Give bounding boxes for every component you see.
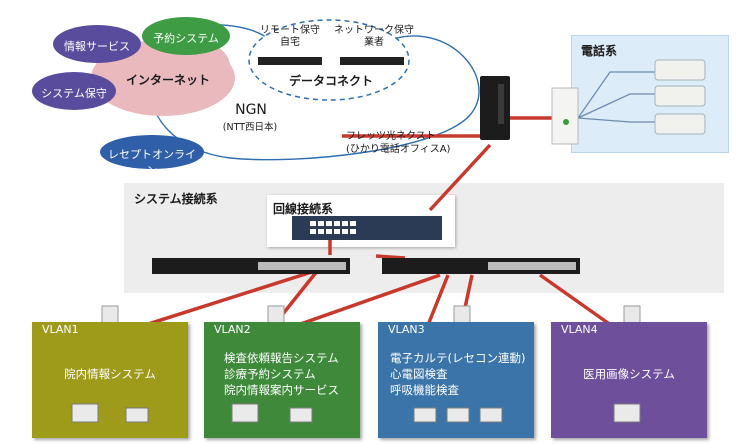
pc-vlan2-2 xyxy=(289,407,313,423)
bubble-info-service-label: 情報サービス xyxy=(64,40,130,53)
pc-vlan3-3 xyxy=(479,407,503,423)
bubble-receipt-online xyxy=(100,135,204,169)
network-modem xyxy=(340,57,404,65)
bubble-system-maintenance-label: システム保守 xyxy=(41,87,107,100)
vlan3-text: 電子カルテ(レセコン連動)心電図検査呼吸機能検査 xyxy=(390,351,526,397)
flets-label: フレッツ光ネクスト(ひかり電話オフィスA) xyxy=(346,131,451,155)
pc-vlan3-1 xyxy=(413,407,437,423)
data-connect-ellipse xyxy=(248,19,410,101)
line-router xyxy=(292,216,442,240)
pc-vlan1-1 xyxy=(71,403,99,423)
vlan3-box: VLAN3 電子カルテ(レセコン連動)心電図検査呼吸機能検査 xyxy=(378,322,534,438)
pc-vlan2-1 xyxy=(231,403,259,423)
bubble-receipt-online-label: レセプトオンライン xyxy=(108,148,196,177)
phone-3 xyxy=(654,113,706,135)
pc-vlan3-2 xyxy=(446,407,470,423)
vlan2-box: VLAN2 検査依頼報告システム診療予約システム院内情報案内サービス xyxy=(204,322,360,438)
network-maintenance-label: ネットワーク保守業者 xyxy=(334,25,414,48)
internet-cloud-label: インターネット xyxy=(125,73,210,87)
bubble-reservation xyxy=(142,17,230,55)
vlan2-text: 検査依頼報告システム診療予約システム院内情報案内サービス xyxy=(224,351,339,397)
system-connection-title: システム接続系 xyxy=(134,192,218,206)
vlan1-box: VLAN1 院内情報システム xyxy=(32,322,188,438)
vlan1-tag: VLAN1 xyxy=(42,323,79,336)
vlan4-text: 医用画像システム xyxy=(583,367,675,381)
line-connection-title: 回線接続系 xyxy=(273,202,334,216)
pbx-unit xyxy=(551,87,579,145)
pc-vlan1-2 xyxy=(125,407,149,423)
phone-system-title: 電話系 xyxy=(581,44,618,58)
bubble-info-service xyxy=(53,25,141,63)
phone-1 xyxy=(654,59,706,81)
remote-modem xyxy=(258,57,322,65)
bubble-system-maintenance xyxy=(32,72,116,110)
vlan3-tag: VLAN3 xyxy=(388,323,425,336)
ngn-subtitle: (NTT西日本) xyxy=(222,122,278,133)
vlan2-tag: VLAN2 xyxy=(214,323,251,336)
ngn-title: NGN xyxy=(235,102,267,118)
vlan4-tag: VLAN4 xyxy=(561,323,598,336)
bubble-reservation-label: 予約システム xyxy=(153,32,219,45)
vlan1-text: 院内情報システム xyxy=(64,367,156,381)
pc-vlan4-1 xyxy=(613,403,641,423)
data-connect-title: データコネクト xyxy=(288,74,373,88)
phone-2 xyxy=(654,85,706,107)
remote-maintenance-label: リモート保守自宅 xyxy=(260,25,320,48)
